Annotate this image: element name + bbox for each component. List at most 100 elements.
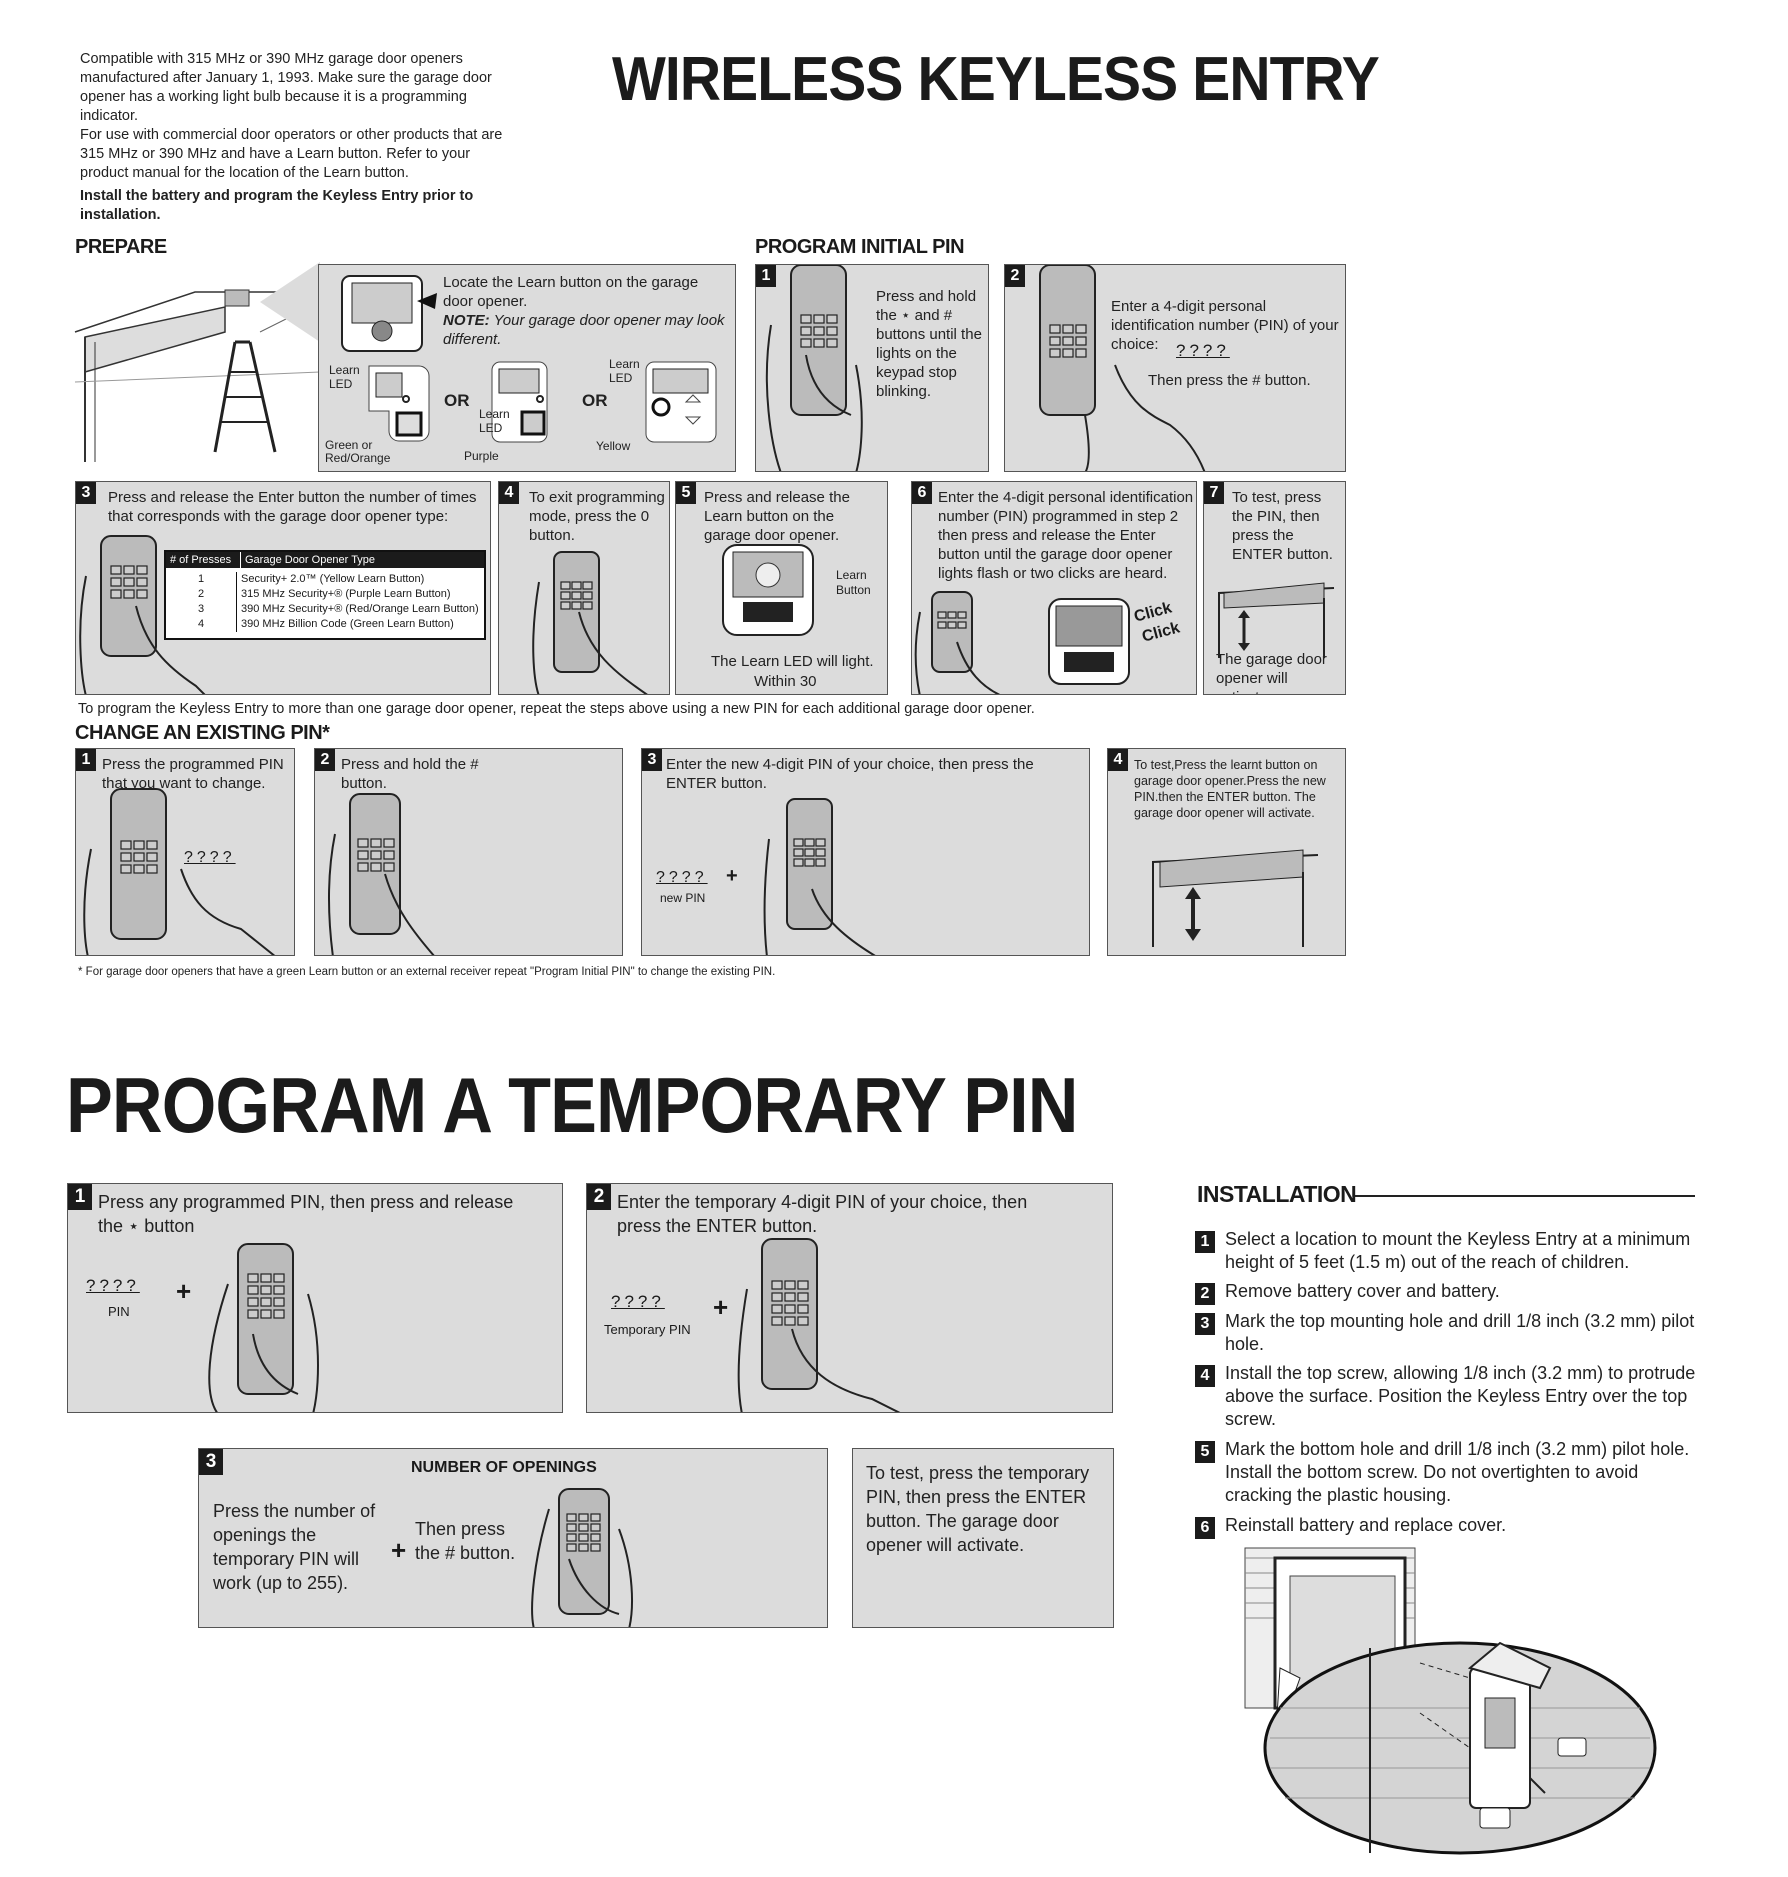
color-label-2: Purple: [464, 449, 499, 463]
change-step-2-text: Press and hold the # button.: [341, 756, 479, 792]
hand-keypad-icon: [532, 551, 648, 694]
change-step-3: 3 Enter the new 4-digit PIN of your choi…: [641, 748, 1090, 956]
temp-step-3: 3 NUMBER OF OPENINGS Press the number of…: [198, 1448, 828, 1628]
pin-label: PIN: [108, 1304, 130, 1319]
or-label-1: OR: [444, 391, 470, 410]
temp-step-3-right-text: Then press the # button.: [415, 1519, 516, 1563]
step-number: 1: [756, 265, 776, 287]
or-label-2: OR: [582, 391, 608, 410]
learn-button-label: Learn Button: [836, 568, 871, 597]
initial-step-3-text: Press and release the Enter button the n…: [108, 489, 477, 525]
change-step-1: 1 Press the programmed PIN that you want…: [75, 748, 295, 956]
change-step-4: 4 To test,Press the learnt button on gar…: [1107, 748, 1346, 956]
install-step-5: 5 Mark the bottom hole and drill 1/8 inc…: [1195, 1438, 1705, 1507]
color-label-1: Green or Red/Orange: [325, 438, 391, 465]
initial-step-1: 1 Press and hold the ⋆ and # buttons unt…: [755, 264, 989, 472]
table-cell-presses: 4: [166, 617, 237, 632]
table-cell-type: 390 MHz Billion Code (Green Learn Button…: [241, 618, 454, 630]
step-number: 3: [642, 749, 662, 771]
temp-test-panel: To test, press the temporary PIN, then p…: [852, 1448, 1114, 1628]
page-title: WIRELESS KEYLESS ENTRY: [612, 45, 1380, 114]
learn-button-purple-icon: [491, 361, 548, 443]
table-header: Garage Door Opener Type: [245, 554, 376, 566]
step-number: 1: [1195, 1231, 1215, 1253]
install-step-text: Remove battery cover and battery.: [1225, 1281, 1500, 1301]
step-number: 3: [199, 1449, 223, 1475]
temp-step-2-text: Enter the temporary 4-digit PIN of your …: [617, 1192, 1028, 1236]
initial-step-4: 4 To exit programming mode, press the 0 …: [498, 481, 670, 695]
step-number: 4: [1108, 749, 1128, 771]
table-header: # of Presses: [166, 552, 241, 568]
hand-keypad-icon: [1039, 265, 1206, 471]
table-row: 3 390 MHz Security+® (Red/Orange Learn Bu…: [166, 602, 484, 617]
install-step-1: 1 Select a location to mount the Keyless…: [1195, 1228, 1705, 1274]
hand-keypad-icon: [83, 788, 276, 955]
step-number: 5: [1195, 1441, 1215, 1463]
installation-heading: INSTALLATION: [1197, 1181, 1357, 1207]
learn-led-label-1: Learn LED: [329, 363, 360, 391]
initial-step-1-text: Press and hold the ⋆ and # buttons until…: [876, 288, 982, 400]
hand-keypad-icon: [208, 1243, 319, 1412]
temp-step-1-text: Press any programmed PIN, then press and…: [98, 1192, 514, 1236]
change-step-1-text: Press the programmed PIN that you want t…: [102, 756, 284, 792]
garage-door-activate-icon: [1152, 849, 1319, 947]
initial-step-3: 3 Press and release the Enter button the…: [75, 481, 491, 695]
learn-button-green-icon: [368, 365, 430, 442]
prepare-note-text: Your garage door opener may look differe…: [443, 312, 725, 348]
plus-sign: +: [391, 1535, 407, 1565]
temporary-pin-title: PROGRAM A TEMPORARY PIN: [66, 1061, 1078, 1149]
change-step-4-text: To test,Press the learnt button on garag…: [1134, 758, 1326, 820]
step-number: 7: [1204, 482, 1224, 504]
hand-keypad-icon: [763, 798, 876, 955]
plus-sign: +: [176, 1276, 192, 1306]
table-cell-presses: 1: [166, 572, 237, 587]
prepare-heading: PREPARE: [75, 236, 167, 258]
step-number: 2: [1195, 1283, 1215, 1305]
change-pin-footnote: * For garage door openers that have a gr…: [78, 966, 776, 978]
change-pin-heading: CHANGE AN EXISTING PIN*: [75, 722, 330, 744]
install-step-2: 2 Remove battery cover and battery.: [1195, 1280, 1705, 1305]
initial-step-5: 5 Press and release the Learn button on …: [675, 481, 888, 695]
step-number: 2: [587, 1184, 611, 1210]
hand-keypad-icon: [737, 1238, 901, 1412]
change-step-2: 2 Press and hold the # button.: [314, 748, 623, 956]
table-row: 1 Security+ 2.0™ (Yellow Learn Button): [166, 572, 484, 587]
table-cell-presses: 2: [166, 587, 237, 602]
step-number: 5: [676, 482, 696, 504]
change-step-3-text: Enter the new 4-digit PIN of your choice…: [666, 756, 1034, 792]
callout-pointer: [260, 262, 320, 342]
intro-install-first: Install the battery and program the Keyl…: [80, 188, 474, 223]
table-cell-type: 390 MHz Security+® (Red/Orange Learn But…: [241, 603, 479, 615]
step-number: 6: [912, 482, 932, 504]
initial-step-2-then: Then press the # button.: [1148, 372, 1311, 389]
learn-led-label-3: Learn LED: [609, 357, 640, 385]
install-step-3: 3 Mark the top mounting hole and drill 1…: [1195, 1310, 1705, 1356]
pin-placeholder: ????: [1176, 341, 1230, 360]
prepare-locate-text: Locate the Learn button on the garage do…: [443, 274, 699, 310]
pin-placeholder: ????: [86, 1276, 140, 1295]
program-initial-heading: PROGRAM INITIAL PIN: [755, 236, 965, 258]
intro-text: Compatible with 315 MHz or 390 MHz garag…: [80, 50, 510, 225]
learn-led-will-light: The Learn LED will light.: [711, 653, 874, 670]
opener-learn-button-icon: [722, 544, 814, 636]
initial-step-4-text: To exit programming mode, press the 0 bu…: [529, 489, 665, 544]
number-of-openings-heading: NUMBER OF OPENINGS: [411, 1459, 597, 1476]
table-cell-presses: 3: [166, 602, 237, 617]
installation-rule: [1355, 1195, 1695, 1197]
table-cell-type: Security+ 2.0™ (Yellow Learn Button): [241, 573, 425, 585]
garage-door-activate-icon: [1218, 582, 1335, 658]
prepare-note-label: NOTE:: [443, 312, 490, 329]
pin-placeholder: ????: [184, 849, 236, 866]
temp-test-text: To test, press the temporary PIN, then p…: [866, 1463, 1090, 1555]
initial-step-7-text: To test, press the PIN, then press the E…: [1232, 489, 1333, 563]
step-number: 2: [1005, 265, 1025, 287]
install-step-text: Select a location to mount the Keyless E…: [1225, 1229, 1691, 1272]
hand-keypad-icon: [765, 265, 863, 471]
step-number: 1: [68, 1184, 92, 1210]
installation-mounting-illustration: [1244, 1547, 1657, 1855]
install-step-text: Install the top screw, allowing 1/8 inch…: [1225, 1363, 1696, 1429]
initial-step-2-text: Enter a 4-digit personal identification …: [1111, 298, 1339, 353]
temporary-pin-label: Temporary PIN: [604, 1322, 691, 1337]
prepare-panel: Locate the Learn button on the garage do…: [318, 264, 736, 472]
